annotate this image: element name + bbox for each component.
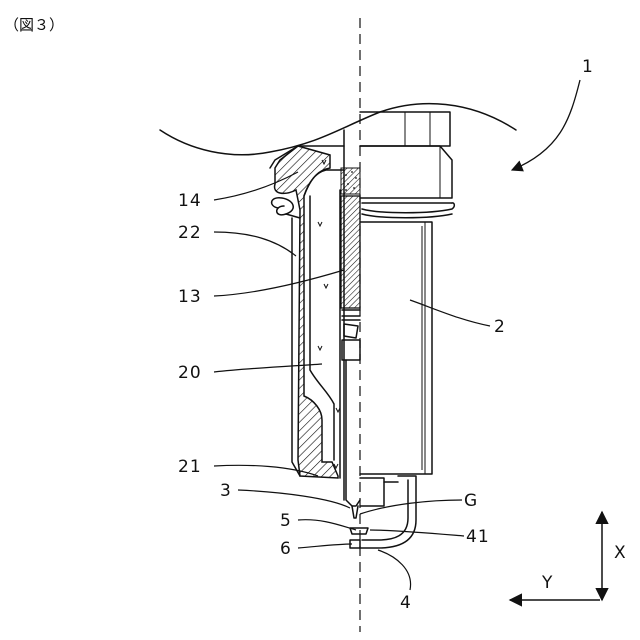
label-20: 20 [178, 363, 202, 383]
label-13: 13 [178, 287, 202, 307]
label-3: 3 [220, 481, 232, 501]
label-G: G [464, 491, 478, 511]
label-1: 1 [582, 57, 594, 77]
label-21: 21 [178, 457, 202, 477]
plug-section-view [270, 130, 368, 548]
label-6: 6 [280, 539, 292, 559]
label-22: 22 [178, 223, 202, 243]
label-2: 2 [494, 317, 506, 337]
label-X: X [614, 543, 627, 563]
plug-external-view [360, 112, 454, 548]
label-14: 14 [178, 191, 202, 211]
cylinder-head-outline [160, 104, 516, 155]
label-41: 41 [466, 527, 490, 547]
seal-glass [341, 168, 360, 194]
gasket-ring [272, 198, 294, 215]
figure-title: （図３） [4, 16, 64, 34]
label-4: 4 [400, 593, 412, 613]
label-5: 5 [280, 511, 292, 531]
reference-1-arrow [512, 80, 580, 170]
resistor-13 [341, 196, 360, 308]
housing-shell [275, 146, 338, 478]
label-Y: Y [541, 573, 553, 593]
